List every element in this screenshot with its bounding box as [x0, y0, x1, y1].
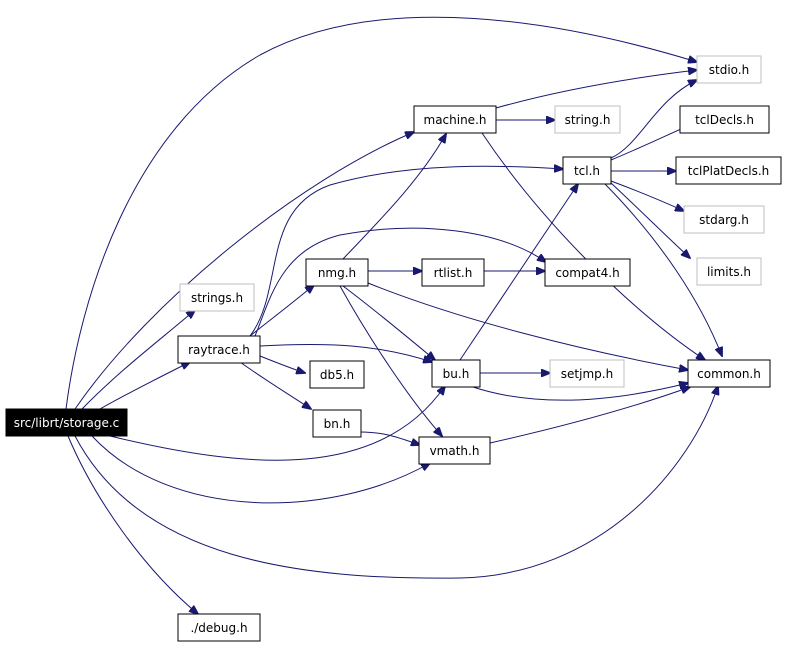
edge-nmg-bu — [342, 285, 435, 360]
node-stdarg-h[interactable]: stdarg.h — [683, 205, 765, 234]
edge-raytrace-bu — [259, 343, 432, 362]
edge-raytrace-bn — [239, 361, 311, 409]
edge-raytrace-compat4 — [254, 227, 546, 337]
edge-nmg-machine — [342, 134, 446, 260]
node-label: tclPlatDecls.h — [688, 164, 770, 178]
node-setjmp-h[interactable]: setjmp.h — [549, 359, 625, 388]
node-label: string.h — [565, 113, 611, 127]
node-label: vmath.h — [430, 444, 480, 458]
edge-bn-vmath — [359, 431, 420, 445]
edges — [65, 16, 722, 614]
node-label: tclDecls.h — [695, 113, 754, 127]
node-label: stdarg.h — [699, 213, 749, 227]
edge-raytrace-nmg — [249, 285, 314, 337]
node-label: raytrace.h — [188, 343, 250, 357]
node-limits-h[interactable]: limits.h — [696, 257, 762, 286]
edge-raytrace-db5 — [259, 355, 305, 373]
node-bu-h[interactable]: bu.h — [431, 359, 481, 388]
node-raytrace-h[interactable]: raytrace.h — [177, 335, 261, 364]
edge-bu-common — [469, 383, 688, 401]
edge-storage-common — [74, 386, 718, 579]
node-label: rtlist.h — [434, 266, 473, 280]
node-tcldecls-h[interactable]: tclDecls.h — [679, 105, 770, 134]
node-label: stdio.h — [709, 63, 749, 77]
edge-nmg-vmath — [339, 285, 442, 436]
node-label: nmg.h — [318, 266, 356, 280]
edge-storage-stdio — [65, 16, 697, 410]
edge-storage-debug — [67, 435, 198, 614]
edge-vmath-common — [489, 387, 690, 444]
node-stdio-h[interactable]: stdio.h — [696, 55, 762, 84]
node-bn-h[interactable]: bn.h — [312, 409, 362, 438]
node-label: src/librt/storage.c — [14, 416, 120, 430]
node-label: setjmp.h — [561, 367, 613, 381]
node-compat4-h[interactable]: compat4.h — [544, 258, 631, 287]
node-label: bn.h — [324, 417, 351, 431]
edge-storage-raytrace — [99, 362, 190, 410]
nodes: src/librt/storage.c stdio.h machine.h st… — [5, 55, 782, 642]
edge-nmg-common — [367, 282, 688, 370]
node-label: strings.h — [191, 291, 243, 305]
edge-storage-vmath — [91, 435, 430, 504]
node-label: machine.h — [424, 113, 487, 127]
edge-tcl-stdio — [610, 80, 697, 159]
node-rtlist-h[interactable]: rtlist.h — [421, 258, 485, 287]
edge-tcl-tcldecls — [610, 125, 690, 161]
edge-tcl-limits — [610, 182, 690, 258]
edge-storage-machine — [74, 132, 414, 410]
node-label: limits.h — [707, 265, 751, 279]
edge-storage-strings — [81, 310, 195, 410]
node-machine-h[interactable]: machine.h — [413, 105, 497, 134]
edge-machine-stdio — [495, 70, 697, 109]
node-label: compat4.h — [555, 266, 619, 280]
node-label: bu.h — [443, 367, 470, 381]
node-nmg-h[interactable]: nmg.h — [305, 258, 369, 287]
node-label: ./debug.h — [190, 621, 247, 635]
node-storage-c[interactable]: src/librt/storage.c — [5, 408, 128, 437]
node-tcl-h[interactable]: tcl.h — [562, 156, 612, 185]
node-label: common.h — [697, 367, 761, 381]
node-debug-h[interactable]: ./debug.h — [177, 613, 261, 642]
node-label: tcl.h — [574, 164, 600, 178]
edge-storage-bu — [109, 386, 445, 461]
edge-tcl-common — [604, 183, 722, 356]
node-vmath-h[interactable]: vmath.h — [418, 436, 491, 465]
node-common-h[interactable]: common.h — [687, 359, 771, 388]
node-db5-h[interactable]: db5.h — [309, 360, 365, 389]
edge-raytrace-tcl — [249, 166, 563, 337]
node-label: db5.h — [320, 368, 354, 382]
node-string-h[interactable]: string.h — [554, 105, 621, 134]
node-tclplatdecls-h[interactable]: tclPlatDecls.h — [675, 156, 782, 185]
edge-bu-tcl — [459, 184, 578, 361]
edge-tcl-stdarg — [610, 180, 684, 211]
node-strings-h[interactable]: strings.h — [179, 283, 255, 312]
